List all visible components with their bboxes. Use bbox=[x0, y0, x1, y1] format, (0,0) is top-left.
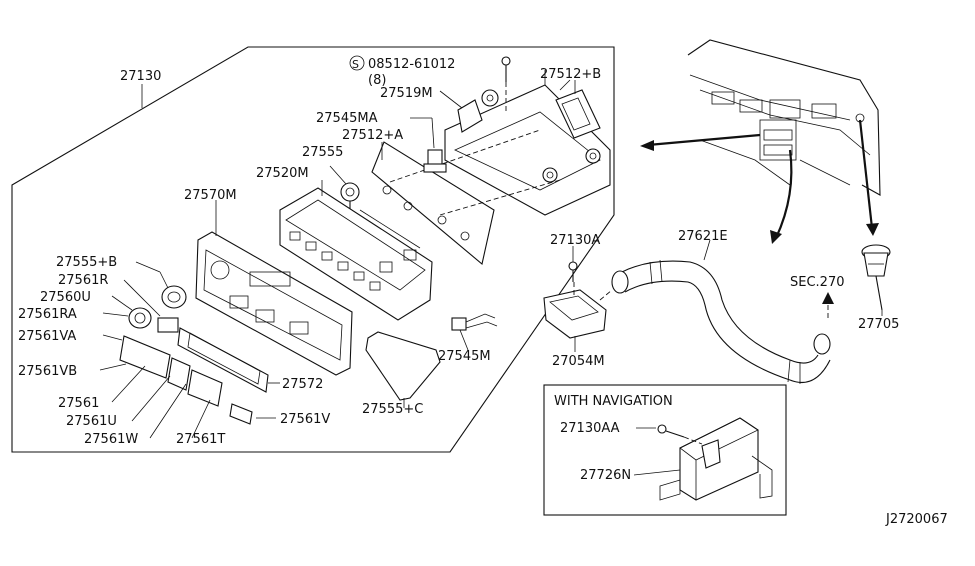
label-27561VB: 27561VB bbox=[18, 364, 77, 379]
label-27561T: 27561T bbox=[176, 432, 225, 447]
rear-housing-drawing bbox=[444, 70, 611, 216]
label-27512-plus-A: 27512+A bbox=[342, 128, 403, 143]
bulb-27545m-drawing bbox=[451, 313, 498, 331]
navigation-inset-box bbox=[543, 384, 787, 516]
screw-27130aa-drawing bbox=[657, 424, 703, 445]
knob-27560u-drawing bbox=[128, 307, 152, 329]
label-27621E: 27621E bbox=[678, 229, 728, 244]
label-27561RA: 27561RA bbox=[18, 307, 77, 322]
bezel-27570m-drawing bbox=[195, 231, 353, 376]
label-with-navigation: WITH NAVIGATION bbox=[554, 394, 673, 409]
nav-unit-27726n-drawing bbox=[659, 417, 773, 501]
label-27572: 27572 bbox=[282, 377, 323, 392]
leader-lines bbox=[99, 80, 883, 476]
assembly-outline bbox=[11, 46, 615, 453]
sec270-arrow-head bbox=[822, 292, 834, 304]
label-27054M: 27054M bbox=[552, 354, 605, 369]
label-27130AA: 27130AA bbox=[560, 421, 620, 436]
lens-27555c-drawing bbox=[365, 331, 441, 401]
label-27561VA: 27561VA bbox=[18, 329, 76, 344]
label-27561W: 27561W bbox=[84, 432, 138, 447]
label-08512-61012: 08512-61012 bbox=[368, 57, 455, 72]
bulb-27555-drawing bbox=[340, 182, 360, 215]
aspirator-27054m-drawing bbox=[543, 282, 613, 339]
label-27555: 27555 bbox=[302, 145, 343, 160]
label-27705: 27705 bbox=[858, 317, 899, 332]
pointer-arrow-down bbox=[775, 149, 793, 239]
button-strip-drawing bbox=[119, 335, 253, 425]
screw-08512-drawing bbox=[501, 56, 511, 112]
label-27512-plus-B: 27512+B bbox=[540, 67, 601, 82]
label-27561V: 27561V bbox=[280, 412, 330, 427]
label-27545MA: 27545MA bbox=[316, 111, 378, 126]
s-mark-circle bbox=[349, 55, 365, 71]
label-27520M: 27520M bbox=[256, 166, 309, 181]
label-27561R: 27561R bbox=[58, 273, 108, 288]
label-sec-270: SEC.270 bbox=[790, 275, 845, 290]
label-27555-plus-C: 27555+C bbox=[362, 402, 423, 417]
pointer-arrow-left bbox=[647, 133, 761, 147]
label-08512-qty: (8) bbox=[368, 73, 386, 88]
connector-27545ma-drawing bbox=[423, 149, 447, 173]
label-27545M: 27545M bbox=[438, 349, 491, 364]
plate-27512a-drawing bbox=[371, 129, 561, 266]
diagram-code: J2720067 bbox=[885, 512, 948, 527]
label-27130: 27130 bbox=[120, 69, 161, 84]
s-mark-letter: S bbox=[352, 58, 359, 71]
pointer-arrow-down-head bbox=[770, 230, 782, 244]
hose-27621e-drawing bbox=[611, 259, 831, 384]
dashboard-sketch bbox=[687, 39, 881, 196]
frame-27572-drawing bbox=[177, 327, 269, 393]
label-27726N: 27726N bbox=[580, 468, 631, 483]
label-27519M: 27519M bbox=[380, 86, 433, 101]
label-27561U: 27561U bbox=[66, 414, 117, 429]
label-27570M: 27570M bbox=[184, 188, 237, 203]
control-unit-27520m-drawing bbox=[279, 187, 433, 321]
button-27561r-drawing bbox=[157, 317, 179, 333]
bracket-27512b-drawing bbox=[555, 89, 601, 139]
label-27555-plus-B: 27555+B bbox=[56, 255, 117, 270]
label-27130A: 27130A bbox=[550, 233, 600, 248]
pointer-arrow-left-head bbox=[640, 140, 654, 151]
pointer-arrow-right bbox=[858, 119, 874, 229]
sensor-27705-drawing bbox=[861, 244, 891, 311]
label-27561: 27561 bbox=[58, 396, 99, 411]
label-27560U: 27560U bbox=[40, 290, 91, 305]
knob-27555b-drawing bbox=[161, 285, 187, 309]
pointer-arrow-right-head bbox=[866, 223, 879, 236]
